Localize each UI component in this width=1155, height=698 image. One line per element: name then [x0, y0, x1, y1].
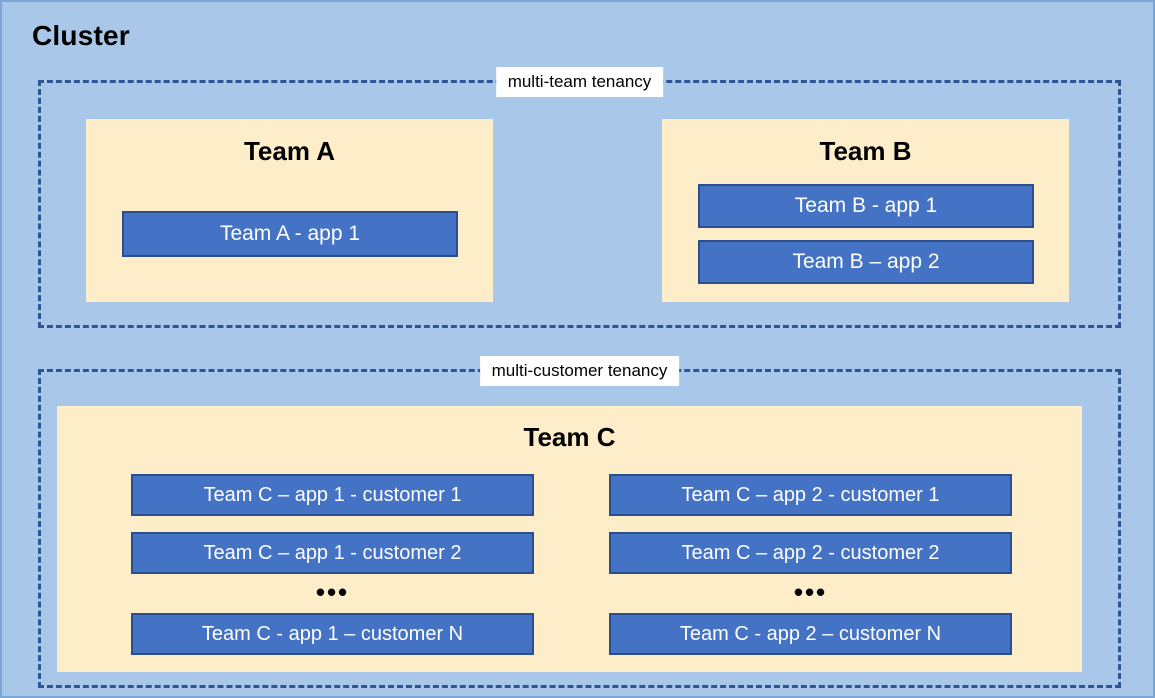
multi-customer-tenancy-label: multi-customer tenancy	[479, 356, 680, 386]
cluster-title: Cluster	[32, 20, 130, 51]
team-c-app-2-ellipsis: •••	[793, 577, 828, 607]
team-b-app-1-chip[interactable]: Team B - app 1	[698, 184, 1034, 228]
team-c-app-1-customer-n-chip[interactable]: Team C - app 1 – customer N	[131, 613, 534, 655]
team-c-box: Team C Team C – app 1 - customer 1 Team …	[57, 406, 1082, 672]
team-b-title: Team B	[819, 136, 912, 166]
team-c-app-1-ellipsis: •••	[315, 577, 350, 607]
team-b-app-2-chip[interactable]: Team B – app 2	[698, 240, 1034, 284]
team-c-app-2-customer-2-chip[interactable]: Team C – app 2 - customer 2	[609, 532, 1012, 574]
team-c-app-2-customer-1-chip[interactable]: Team C – app 2 - customer 1	[609, 474, 1012, 516]
multi-team-tenancy-label: multi-team tenancy	[495, 67, 664, 97]
team-b-box: Team B Team B - app 1 Team B – app 2	[662, 119, 1069, 302]
team-a-title: Team A	[243, 136, 336, 166]
team-a-app-1-chip[interactable]: Team A - app 1	[122, 211, 458, 257]
team-c-app-1-customer-2-chip[interactable]: Team C – app 1 - customer 2	[131, 532, 534, 574]
team-c-app-1-customer-1-chip[interactable]: Team C – app 1 - customer 1	[131, 474, 534, 516]
team-a-box: Team A Team A - app 1	[86, 119, 493, 302]
team-c-title: Team C	[523, 422, 616, 452]
multi-team-tenancy-zone: multi-team tenancy	[38, 67, 1121, 328]
team-c-app-2-customer-n-chip[interactable]: Team C - app 2 – customer N	[609, 613, 1012, 655]
multi-customer-tenancy-zone: multi-customer tenancy	[38, 356, 1121, 688]
